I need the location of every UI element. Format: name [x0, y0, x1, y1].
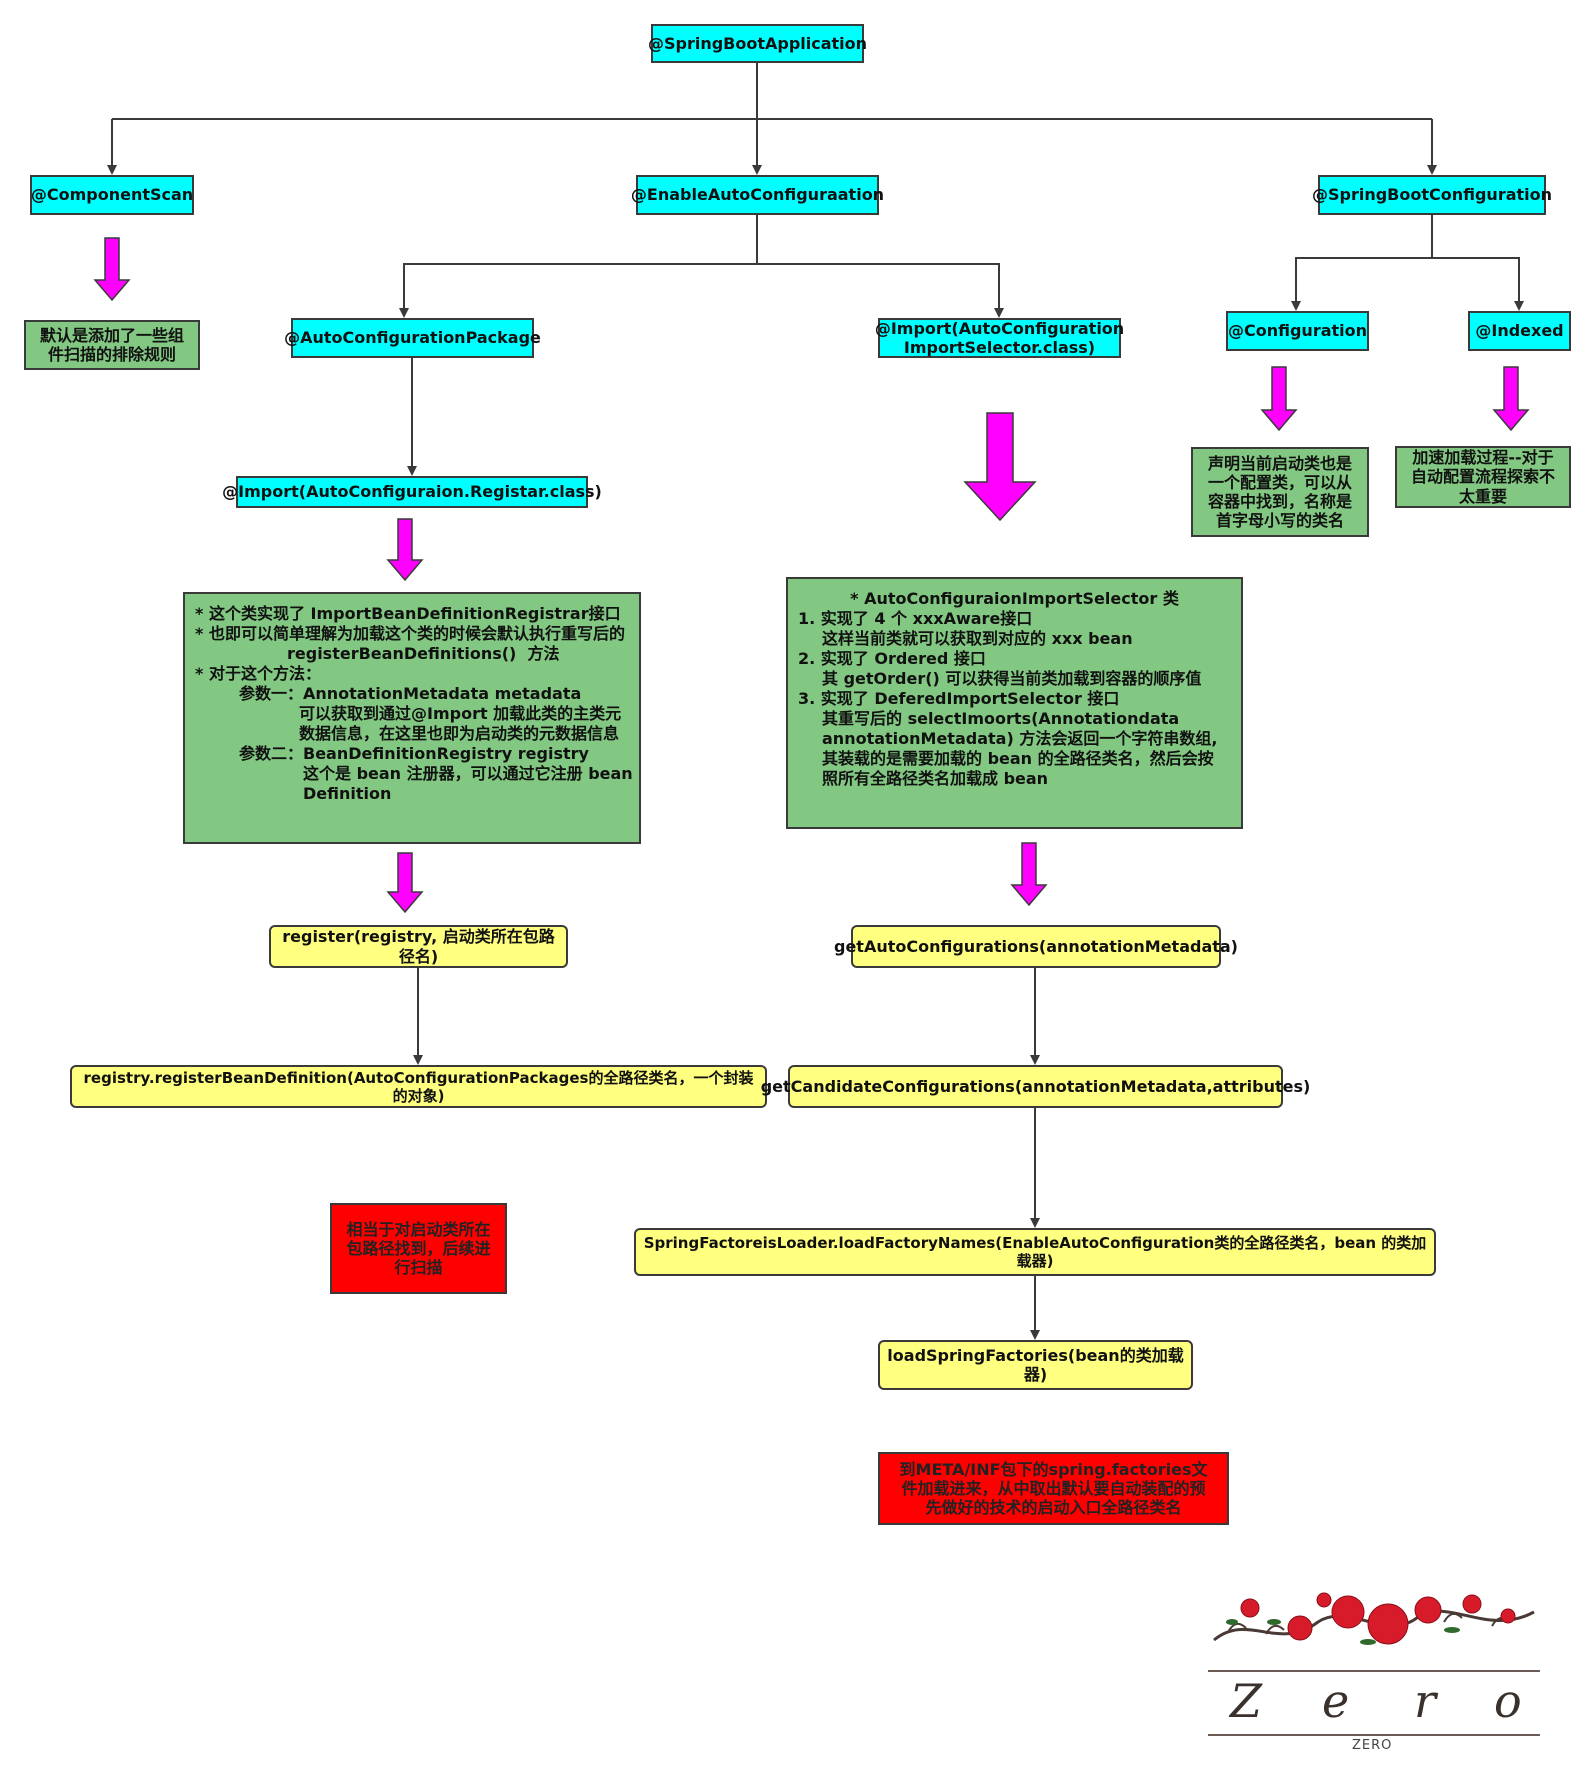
load-factory-names-node: SpringFactoreisLoader.loadFactoryNames(E…: [634, 1228, 1436, 1276]
register-note: 相当于对启动类所在包路径找到，后续进行扫描: [330, 1203, 507, 1294]
register-node: register(registry, 启动类所在包路径名): [269, 925, 568, 968]
zero-logo: Z e r o ZERO: [1208, 1582, 1540, 1754]
magenta-arrow-registrar: [388, 519, 422, 580]
selector-title: * AutoConfiguraionImportSelector 类: [798, 589, 1231, 609]
logo-letter-z: Z: [1230, 1674, 1262, 1728]
selector-line-7: annotationMetadata) 方法会返回一个字符串数组,: [798, 729, 1231, 749]
component-scan-node: @ComponentScan: [30, 175, 194, 215]
selector-line-6: 其重写后的 selectImoorts(Annotationdata: [798, 709, 1231, 729]
selector-line-8: 其装载的是需要加载的 bean 的全路径类名，然后会按: [798, 749, 1231, 769]
component-scan-note: 默认是添加了一些组件扫描的排除规则: [24, 320, 200, 370]
logo-subtitle: ZERO: [1352, 1738, 1392, 1753]
import-selector-node: @Import(AutoConfiguration ImportSelector…: [878, 318, 1121, 358]
magenta-arrow-register: [388, 853, 422, 912]
enable-auto-configuration-node: @EnableAutoConfiguraation: [636, 175, 879, 215]
registrar-line-7: 数据信息，在这里也即为启动类的元数据信息: [195, 724, 629, 744]
registrar-line-10: Definition: [195, 784, 629, 804]
connector-config-to-indexed: [1432, 258, 1519, 309]
connector-enable-split: [404, 215, 757, 316]
configuration-note: 声明当前启动类也是一个配置类，可以从容器中找到，名称是首字母小写的类名: [1191, 447, 1369, 537]
magenta-arrow-component-scan: [95, 238, 129, 300]
logo-letter-r: r: [1414, 1674, 1436, 1728]
connector-enable-to-import: [757, 264, 999, 316]
logo-rule-bottom: [1208, 1734, 1540, 1736]
configuration-node: @Configuration: [1226, 311, 1369, 351]
get-auto-configurations-node: getAutoConfigurations(annotationMetadata…: [851, 925, 1221, 968]
registrar-line-2: * 也即可以简单理解为加载这个类的时候会默认执行重写后的: [195, 624, 629, 644]
selector-line-1: 1. 实现了 4 个 xxxAware接口: [798, 609, 1231, 629]
magenta-arrow-getauto: [1012, 843, 1046, 905]
selector-line-9: 照所有全路径类名加载成 bean: [798, 769, 1231, 789]
indexed-node: @Indexed: [1468, 311, 1571, 351]
logo-letter-o: o: [1494, 1674, 1522, 1728]
import-registrar-node: @Import(AutoConfiguraion.Registar.class): [236, 476, 588, 508]
rose-garland-icon: [1208, 1582, 1540, 1662]
spring-boot-configuration-node: @SpringBootConfiguration: [1318, 175, 1546, 215]
selector-line-4: 其 getOrder() 可以获得当前类加载到容器的顺序值: [798, 669, 1231, 689]
logo-letter-e: e: [1322, 1674, 1349, 1728]
registrar-line-5: 参数一：AnnotationMetadata metadata: [195, 684, 629, 704]
registrar-line-4: * 对于这个方法：: [195, 664, 629, 684]
registrar-line-9: 这个是 bean 注册器，可以通过它注册 bean: [195, 764, 629, 784]
registrar-line-1: * 这个类实现了 ImportBeanDefinitionRegistrar接口: [195, 604, 629, 624]
spring-boot-application-node: @SpringBootApplication: [651, 24, 864, 63]
logo-rule-top: [1208, 1670, 1540, 1672]
get-candidate-configurations-node: getCandidateConfigurations(annotationMet…: [788, 1065, 1283, 1108]
registrar-description-box: * 这个类实现了 ImportBeanDefinitionRegistrar接口…: [183, 592, 641, 844]
load-spring-factories-node: loadSpringFactories(bean的类加载器): [878, 1340, 1193, 1390]
connector-config-split: [1296, 215, 1432, 309]
selector-line-3: 2. 实现了 Ordered 接口: [798, 649, 1231, 669]
indexed-note: 加速加载过程--对于自动配置流程探索不太重要: [1395, 446, 1571, 508]
spring-factories-note: 到META/INF包下的spring.factories文件加载进来，从中取出默…: [878, 1452, 1229, 1525]
registrar-line-6: 可以获取到通过@Import 加载此类的主类元: [195, 704, 629, 724]
magenta-arrow-indexed: [1494, 367, 1528, 430]
selector-description-box: * AutoConfiguraionImportSelector 类 1. 实现…: [786, 577, 1243, 829]
selector-line-2: 这样当前类就可以获取到对应的 xxx bean: [798, 629, 1231, 649]
auto-configuration-package-node: @AutoConfigurationPackage: [291, 318, 534, 358]
registrar-line-8: 参数二：BeanDefinitionRegistry registry: [195, 744, 629, 764]
register-bean-definition-node: registry.registerBeanDefinition(AutoConf…: [70, 1065, 767, 1108]
registrar-line-3: registerBeanDefinitions() 方法: [195, 644, 629, 664]
magenta-arrow-selector: [965, 413, 1035, 520]
magenta-arrow-configuration: [1262, 367, 1296, 430]
selector-line-5: 3. 实现了 DeferedImportSelector 接口: [798, 689, 1231, 709]
